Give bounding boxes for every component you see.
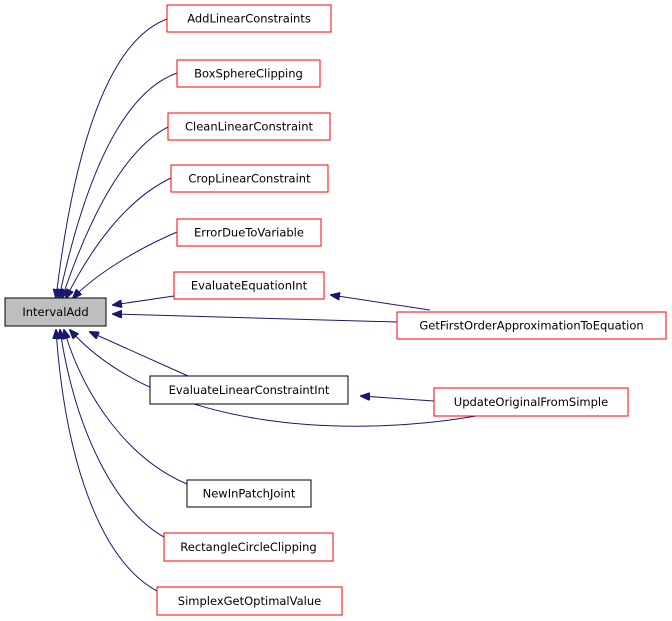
node-label: RectangleCircleClipping — [180, 540, 316, 554]
edge-cleanlinearconstraint-to-intervaladd — [62, 125, 171, 298]
node-label: CleanLinearConstraint — [185, 120, 313, 134]
node-label: UpdateOriginalFromSimple — [454, 395, 608, 409]
node-label: AddLinearConstraints — [187, 12, 311, 26]
edge-evaluateequationint-to-intervaladd — [113, 295, 175, 305]
edge-rectanglecircleclipping-to-intervaladd — [60, 330, 165, 538]
edge-updateoriginalfromsimple-to-intervaladd — [70, 330, 488, 427]
node-croplinearconstraint[interactable]: CropLinearConstraint — [170, 164, 329, 193]
edge-getfirstorder-to-evaluateequationint — [331, 295, 431, 311]
node-label: ErrorDueToVariable — [194, 226, 304, 240]
edge-boxsphereclipping-to-intervaladd — [59, 72, 178, 298]
node-errorduetovariable[interactable]: ErrorDueToVariable — [176, 218, 322, 247]
node-getfirstorderapproximationtoequation[interactable]: GetFirstOrderApproximationToEquation — [396, 311, 667, 340]
node-label: CropLinearConstraint — [188, 172, 311, 186]
node-boxsphereclipping[interactable]: BoxSphereClipping — [176, 59, 321, 88]
edge-evaluatelinearconstraintint-to-intervaladd — [90, 332, 189, 377]
node-cleanlinearconstraint[interactable]: CleanLinearConstraint — [167, 112, 331, 141]
node-intervaladd[interactable]: IntervalAdd — [4, 297, 107, 327]
node-evaluatelinearconstraintint[interactable]: EvaluateLinearConstraintInt — [149, 375, 349, 405]
edge-simplexgetoptimalvalue-to-intervaladd — [56, 330, 158, 592]
node-label: EvaluateLinearConstraintInt — [169, 383, 330, 397]
edge-getfirstorder-to-intervaladd — [113, 314, 398, 323]
nodes-layer: IntervalAdd AddLinearConstraints BoxSphe… — [4, 4, 667, 616]
node-label: NewInPatchJoint — [203, 487, 296, 501]
node-rectanglecircleclipping[interactable]: RectangleCircleClipping — [163, 532, 334, 562]
edge-updateoriginalfromsimple-to-evaluatelinearconstraintint — [361, 396, 435, 402]
edges-layer — [56, 17, 488, 592]
node-updateoriginalfromsimple[interactable]: UpdateOriginalFromSimple — [433, 387, 629, 417]
node-label: EvaluateEquationInt — [191, 279, 308, 293]
node-label: SimplexGetOptimalValue — [178, 594, 321, 608]
edge-newinpatchjoint-to-intervaladd — [64, 330, 188, 485]
node-simplexgetoptimalvalue[interactable]: SimplexGetOptimalValue — [156, 586, 343, 616]
edge-addlinearconstraints-to-intervaladd — [56, 17, 171, 298]
node-newinpatchjoint[interactable]: NewInPatchJoint — [186, 479, 312, 508]
node-label: GetFirstOrderApproximationToEquation — [419, 319, 643, 333]
node-label: BoxSphereClipping — [194, 67, 303, 81]
node-label: IntervalAdd — [22, 305, 88, 319]
node-addlinearconstraints[interactable]: AddLinearConstraints — [166, 4, 332, 33]
edge-errorduetovariable-to-intervaladd — [73, 231, 178, 298]
node-evaluateequationint[interactable]: EvaluateEquationInt — [173, 271, 325, 300]
edge-croplinearconstraint-to-intervaladd — [66, 177, 172, 298]
